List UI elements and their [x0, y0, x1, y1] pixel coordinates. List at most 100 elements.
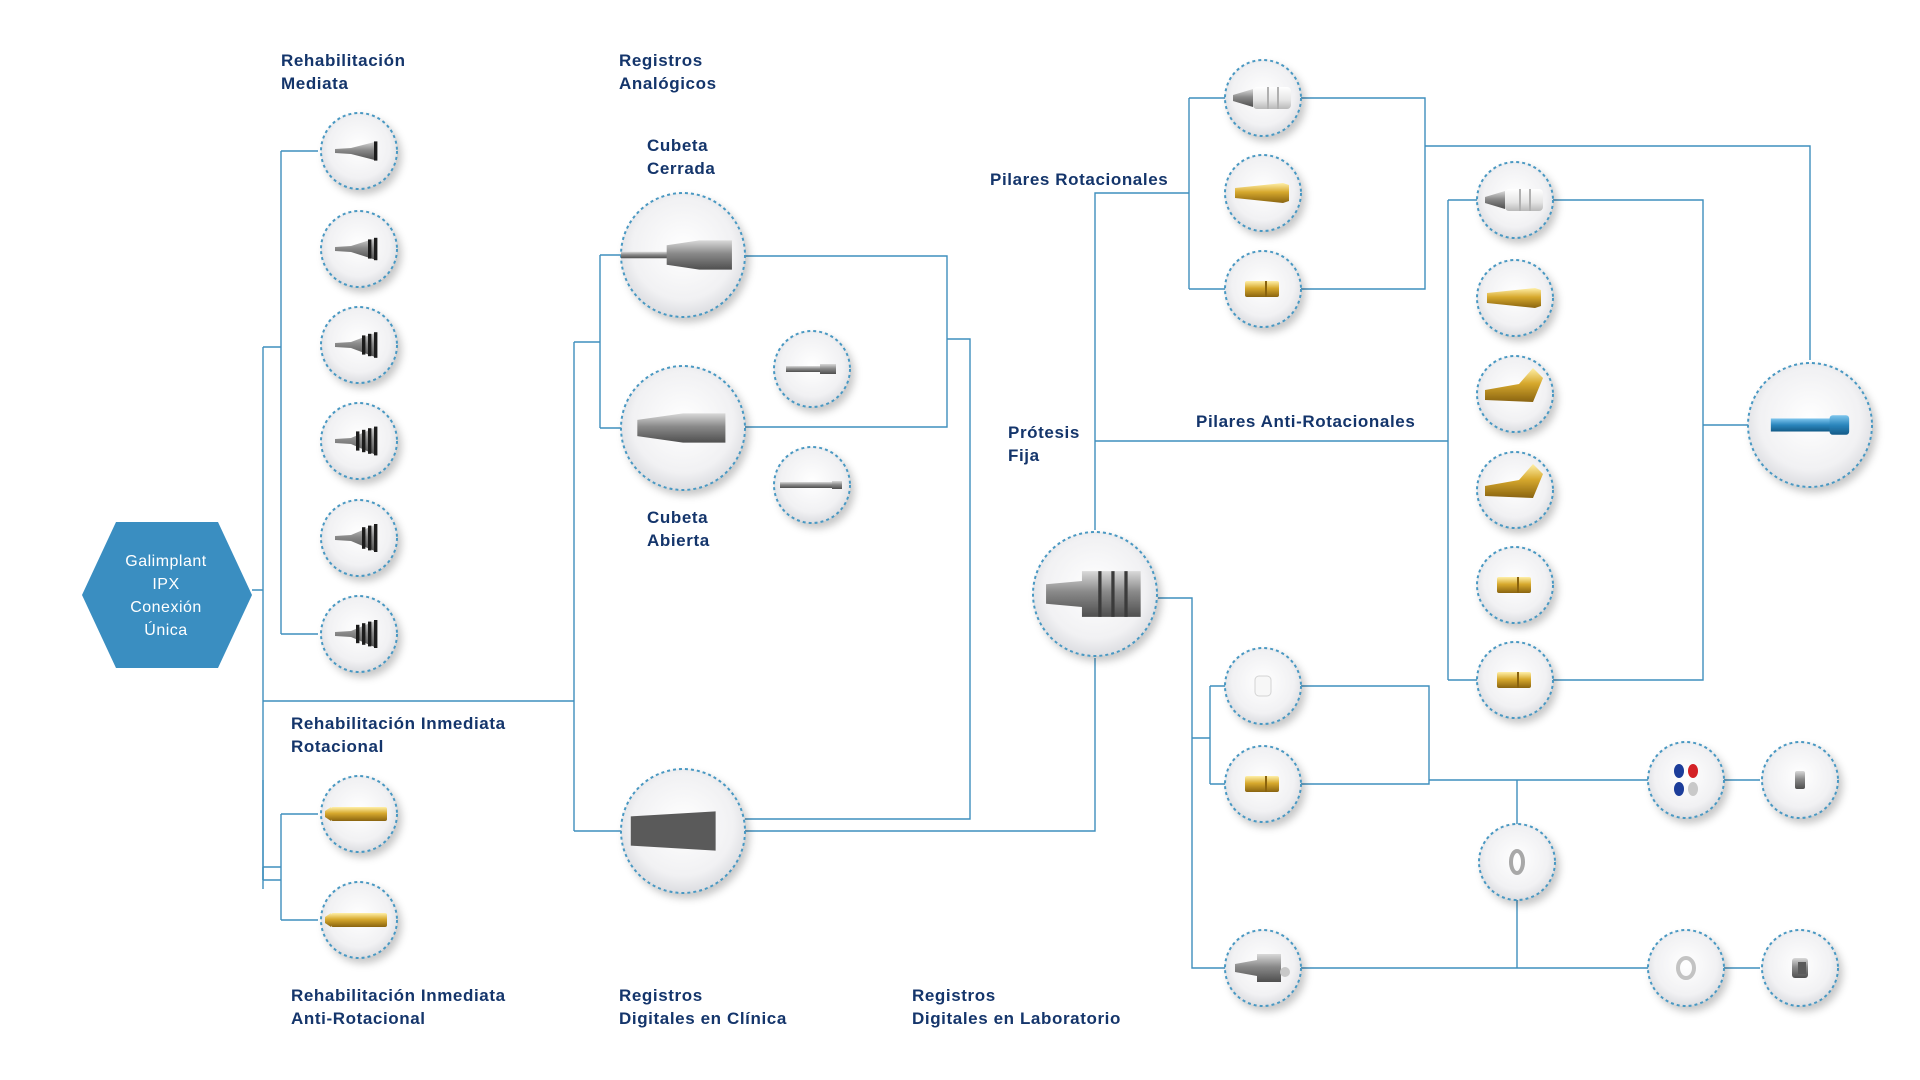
- label-cubeta-abierta-line2: Abierta: [647, 531, 710, 550]
- coping-screw-long: [773, 446, 851, 524]
- connector-clinica: [745, 658, 1096, 832]
- cone-2-ring-icon: [335, 237, 378, 261]
- gold-cylinder-icon: [325, 913, 387, 927]
- long-screw-icon: [780, 481, 842, 489]
- coping-screw-short: [773, 330, 851, 408]
- color-dots-icon: [1674, 764, 1698, 796]
- cone-1-ring-icon: [335, 141, 378, 161]
- gold-abutment-icon: [1235, 183, 1289, 203]
- healing-abutment-5: [320, 499, 398, 577]
- label-rehab-inmediata-anti-line2: Anti-Rotacional: [291, 1009, 426, 1028]
- connector-protesis: [1094, 192, 1448, 530]
- cone-3-ring-icon: [335, 332, 378, 358]
- anti-rotational-angled-2: [1476, 451, 1554, 529]
- scan-body-icon: [630, 811, 716, 851]
- connector-mediata: [280, 150, 318, 635]
- root-line-2: IPX: [152, 576, 180, 593]
- cone-4-ring-icon: [335, 426, 378, 456]
- small-cap-2: [1761, 929, 1839, 1007]
- gold-angled-icon: [1485, 368, 1543, 402]
- label-cubeta-cerrada-line1: Cubeta: [647, 136, 709, 155]
- ring-icon: [1509, 849, 1525, 875]
- small-cap-2-icon: [1792, 958, 1808, 978]
- label-registros-analogicos-line1: Registros: [619, 51, 703, 70]
- label-cubeta-cerrada: Cubeta Cerrada: [647, 134, 715, 180]
- root-line-3: Conexión: [130, 599, 202, 616]
- connector-cubeta: [745, 255, 971, 820]
- cone-3-ring-wide-icon: [335, 524, 378, 552]
- healing-abutment-3: [320, 306, 398, 384]
- impression-coping-short-icon: [637, 413, 726, 443]
- rotational-abutment-white: [1224, 59, 1302, 137]
- rotational-abutment-gold-short: [1224, 250, 1302, 328]
- impression-coping-open: [620, 365, 746, 491]
- label-rehab-mediata-line2: Mediata: [281, 74, 349, 93]
- color-coded-caps: [1647, 741, 1725, 819]
- white-abutment-icon: [1485, 189, 1543, 211]
- anti-rotational-gold: [1476, 259, 1554, 337]
- label-rehab-inmediata-rot: Rehabilitación Inmediata Rotacional: [291, 712, 506, 758]
- label-registros-clinica-line1: Registros: [619, 986, 703, 1005]
- healing-abutment-2: [320, 210, 398, 288]
- anti-rotational-gold-short-2: [1476, 641, 1554, 719]
- label-rehab-inmediata-anti: Rehabilitación Inmediata Anti-Rotacional: [291, 984, 506, 1030]
- root-line-1: Galimplant: [125, 553, 207, 570]
- anti-rotational-gold-short-1: [1476, 546, 1554, 624]
- anti-rotational-white: [1476, 161, 1554, 239]
- impression-coping-icon: [621, 240, 732, 270]
- healing-abutment-6: [320, 595, 398, 673]
- implant-analog: [1032, 531, 1158, 657]
- ti-base-silver: [1224, 929, 1302, 1007]
- connector-lab: [1158, 597, 1760, 969]
- ti-base-white: [1224, 647, 1302, 725]
- white-abutment-icon: [1233, 87, 1291, 109]
- small-cap-1: [1761, 741, 1839, 819]
- gold-short-icon: [1497, 672, 1531, 688]
- connector-pilares-rot: [1188, 97, 1811, 360]
- label-cubeta-cerrada-line2: Cerrada: [647, 159, 716, 178]
- label-rehab-inmediata-rot-line2: Rotacional: [291, 737, 384, 756]
- gold-abutment-icon: [1487, 288, 1541, 308]
- connector-analog: [573, 254, 625, 832]
- temporary-abutment-gold-1: [320, 775, 398, 853]
- temporary-abutment-gold-2: [320, 881, 398, 959]
- label-cubeta-abierta: Cubeta Abierta: [647, 506, 710, 552]
- label-protesis-fija-line1: Prótesis: [1008, 423, 1080, 442]
- gold-short-icon: [1245, 776, 1279, 792]
- label-registros-analogicos: Registros Analógicos: [619, 49, 717, 95]
- white-cap-icon: [1254, 675, 1272, 697]
- root-hexagon: [82, 522, 252, 668]
- label-cubeta-abierta-line1: Cubeta: [647, 508, 709, 527]
- label-pilares-anti-rotacionales: Pilares Anti-Rotacionales: [1196, 410, 1415, 433]
- label-rehab-inmediata-rot-line1: Rehabilitación Inmediata: [291, 714, 506, 733]
- root-line-4: Única: [144, 622, 188, 639]
- label-rehab-mediata-line1: Rehabilitación: [281, 51, 406, 70]
- connector-root-trunk: [252, 346, 574, 889]
- label-registros-clinica: Registros Digitales en Clínica: [619, 984, 787, 1030]
- gold-cylinder-icon: [325, 807, 387, 821]
- silver-base-icon: [1235, 954, 1290, 982]
- connector-pilares-anti: [1447, 199, 1748, 681]
- titanium-ring: [1478, 823, 1556, 901]
- healing-abutment-4: [320, 402, 398, 480]
- label-protesis-fija-line2: Fija: [1008, 446, 1040, 465]
- label-registros-laboratorio: Registros Digitales en Laboratorio: [912, 984, 1121, 1030]
- label-registros-laboratorio-line2: Digitales en Laboratorio: [912, 1009, 1121, 1028]
- root-label: Galimplant IPX Conexión Única: [106, 550, 226, 642]
- label-pilares-anti-rotacionales-line1: Pilares Anti-Rotacionales: [1196, 412, 1416, 431]
- label-rehab-inmediata-anti-line1: Rehabilitación Inmediata: [291, 986, 506, 1005]
- gold-short-icon: [1245, 281, 1279, 297]
- small-cap-icon: [1795, 771, 1805, 789]
- impression-coping-closed: [620, 192, 746, 318]
- healing-abutment-1: [320, 112, 398, 190]
- gold-angled-icon: [1485, 464, 1543, 498]
- label-pilares-rotacionales: Pilares Rotacionales: [990, 168, 1168, 191]
- small-ring: [1647, 929, 1725, 1007]
- label-registros-clinica-line2: Digitales en Clínica: [619, 1009, 787, 1028]
- connector-lines: [252, 97, 1811, 969]
- prosthetic-screw: [1747, 362, 1873, 488]
- label-registros-laboratorio-line1: Registros: [912, 986, 996, 1005]
- analog-icon: [1046, 571, 1141, 617]
- anti-rotational-angled-1: [1476, 355, 1554, 433]
